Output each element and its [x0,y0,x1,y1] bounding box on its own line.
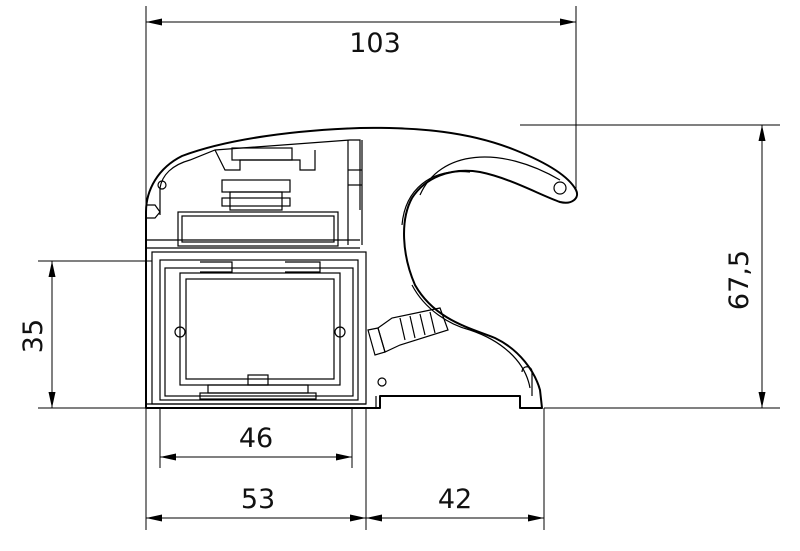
dim-overall-width: 103 [145,6,577,210]
dim-overall-height: 67,5 [520,124,780,409]
left-screw-hole [174,326,186,338]
top-chamber [159,139,361,215]
inner-box [179,272,341,386]
dim-overall-width-label: 103 [349,28,401,59]
dim-right-width: 42 [366,408,545,530]
profile-outline [145,126,578,409]
dim-right-width-label: 42 [438,484,472,515]
dim-lower-height: 35 [18,260,152,409]
profile-cross-section [145,126,578,409]
lower-channel [151,251,367,405]
center-fitting [221,179,291,211]
dim-lower-height-label: 35 [18,319,49,353]
claw-outer-line [419,156,561,196]
dim-overall-height-label: 67,5 [724,250,755,310]
claw-tip-hole [553,181,567,195]
dim-left-width-label: 53 [241,484,275,515]
dimensions: 103 67,5 35 46 [18,6,780,530]
dim-inner-width-label: 46 [239,423,273,454]
bottom-fitting [199,374,317,400]
dim-inner-width: 46 [159,408,353,468]
upper-box [177,211,339,247]
right-screw-hole [334,326,346,338]
dim-left-width: 53 [145,408,367,530]
claw-inner-arc [401,170,471,226]
spring-screw [367,307,449,356]
claw-body-line [411,284,531,389]
